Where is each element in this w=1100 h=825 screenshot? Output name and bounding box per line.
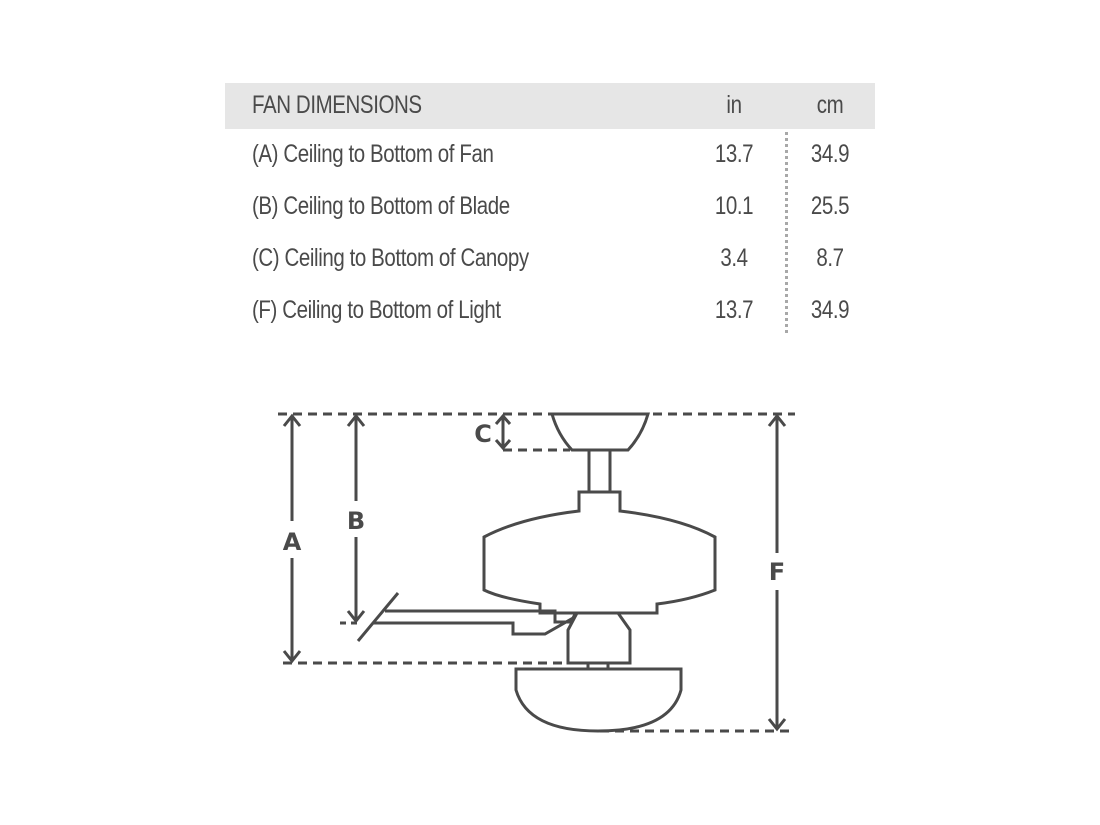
row-value-cm: 25.5 [810,192,850,220]
table-title: FAN DIMENSIONS [252,91,422,119]
row-value-cm: 34.9 [810,296,850,324]
label-b: B [347,507,365,535]
label-f: F [769,558,785,586]
blade-arm [385,609,586,624]
row-label: (A) Ceiling to Bottom of Fan [252,140,494,168]
table-row: (F) Ceiling to Bottom of Light 13.7 34.9 [225,285,875,337]
downrod [587,448,612,494]
column-divider [785,83,788,333]
unit-cm-header: cm [816,91,844,119]
switch-housing [566,611,632,665]
fan-dimensions-table: FAN DIMENSIONS in cm (A) Ceiling to Bott… [225,83,875,337]
blade-arm-lower [373,613,577,636]
row-value-in: 3.4 [720,244,748,272]
row-value-in: 13.7 [714,140,754,168]
table-row: (B) Ceiling to Bottom of Blade 10.1 25.5 [225,181,875,233]
unit-in-header: in [726,91,742,119]
row-value-in: 13.7 [714,296,754,324]
row-label: (B) Ceiling to Bottom of Blade [252,192,510,220]
blade-edge [356,592,400,642]
row-value-cm: 8.7 [816,244,844,272]
row-value-in: 10.1 [714,192,754,220]
label-a: A [283,528,302,556]
row-label: (C) Ceiling to Bottom of Canopy [252,244,529,272]
table-row: (A) Ceiling to Bottom of Fan 13.7 34.9 [225,129,875,181]
table-row: (C) Ceiling to Bottom of Canopy 3.4 8.7 [225,233,875,285]
canopy [550,412,650,452]
label-c: C [474,420,492,448]
motor-housing [482,490,717,615]
row-value-cm: 34.9 [810,140,850,168]
table-header: FAN DIMENSIONS in cm [225,83,875,129]
row-label: (F) Ceiling to Bottom of Light [252,296,501,324]
light-bowl [514,667,683,733]
